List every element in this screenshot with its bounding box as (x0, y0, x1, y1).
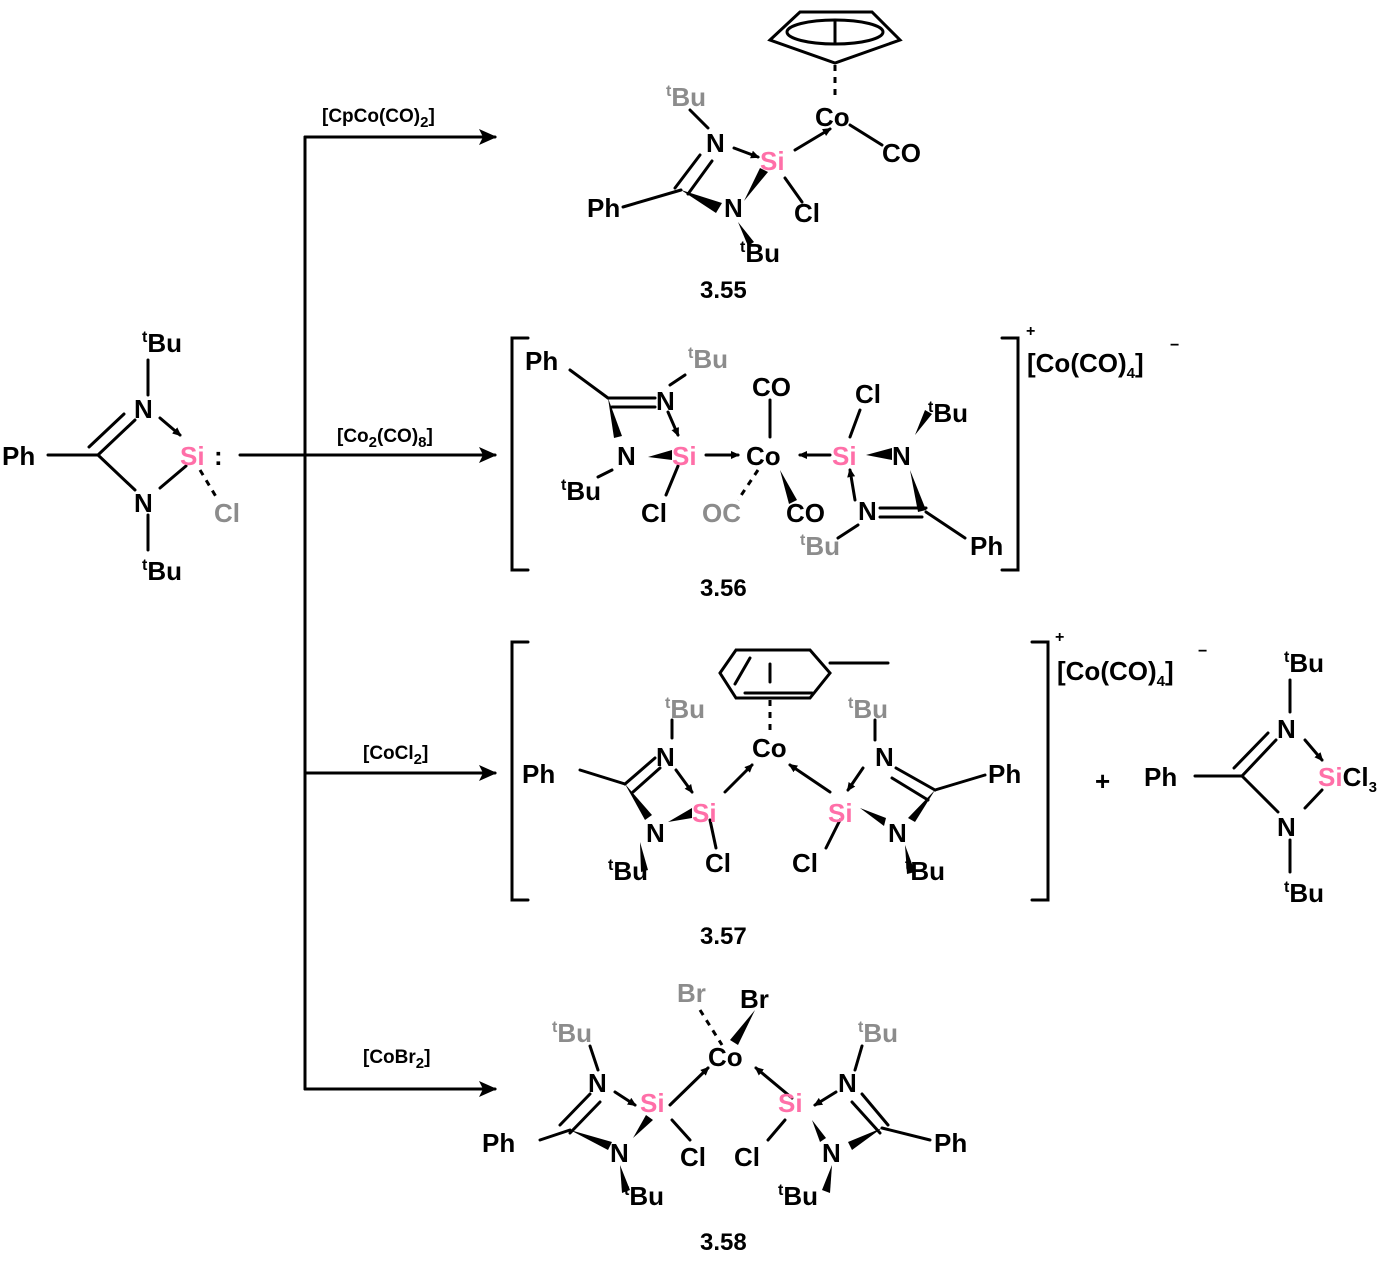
n-atom: N (646, 818, 665, 848)
si-atom: Si (640, 1088, 665, 1118)
n-atom: N (706, 128, 725, 158)
tbu-label: tBu (608, 856, 648, 886)
si-atom: Si (778, 1088, 803, 1118)
reaction-arrows (238, 129, 497, 1097)
n-atom: N (656, 386, 675, 416)
counterion-co-co4: [Co(CO)4] (1027, 348, 1144, 382)
tbu-label: tBu (142, 556, 182, 586)
ph-label: Ph (970, 531, 1003, 561)
co-atom: Co (752, 733, 787, 763)
reagent-cpco-co2: [CpCo(CO)2] (322, 106, 435, 131)
co-atom: Co (815, 102, 850, 132)
lone-pair: : (214, 441, 223, 471)
ph-label: Ph (934, 1128, 967, 1158)
n-atom: N (1277, 812, 1296, 842)
br-atom: Br (677, 978, 706, 1008)
n-atom: N (858, 496, 877, 526)
n-atom: N (724, 193, 743, 223)
carbonyl-ligand: CO (752, 372, 791, 402)
cl-atom: Cl (792, 848, 818, 878)
compound-label-3-55: 3.55 (700, 277, 747, 304)
si-atom: Si (180, 441, 205, 471)
product-3-57: tBu tBu Co N N Ph Ph Si Si N N tBu Cl Cl… (510, 640, 1050, 902)
product-3-56: Ph tBu CO Cl N tBu N Si Co Si N tBu Cl O… (510, 336, 1020, 572)
ph-label: Ph (1144, 762, 1177, 792)
reagent-cobr2: [CoBr2] (363, 1047, 430, 1072)
n-atom: N (822, 1138, 841, 1168)
n-atom: N (892, 441, 911, 471)
charge-minus: − (1198, 643, 1207, 660)
n-atom: N (134, 394, 153, 424)
compound-label-3-58: 3.58 (700, 1229, 747, 1256)
n-atom: N (875, 742, 894, 772)
tbu-label: tBu (624, 1181, 664, 1211)
ph-label: Ph (2, 441, 35, 471)
n-atom: N (617, 441, 636, 471)
ph-label: Ph (522, 759, 555, 789)
tbu-label: tBu (666, 82, 706, 112)
tbu-label: tBu (905, 856, 945, 886)
reagent-cocl2: [CoCl2] (363, 743, 428, 768)
tbu-label: tBu (848, 694, 888, 724)
starting-silylene: tBu N Ph Si : N Cl tBu (2, 328, 240, 586)
product-3-55: tBu Co N CO Si Ph N Cl tBu (587, 10, 921, 268)
n-atom: N (838, 1068, 857, 1098)
n-atom: N (1277, 714, 1296, 744)
ph-label: Ph (988, 759, 1021, 789)
tbu-label: tBu (561, 476, 601, 506)
si-atom: Si (760, 146, 785, 176)
charge-minus: − (1170, 337, 1179, 354)
si-atom: Si (672, 441, 697, 471)
carbonyl-ligand: CO (786, 498, 825, 528)
tbu-label: tBu (665, 694, 705, 724)
tbu-label: tBu (552, 1018, 592, 1048)
br-atom: Br (740, 984, 769, 1014)
ph-label: Ph (482, 1128, 515, 1158)
tbu-label: tBu (778, 1181, 818, 1211)
cl-atom: Cl (855, 379, 881, 409)
si-atom: Si (692, 798, 717, 828)
n-atom: N (888, 818, 907, 848)
tbu-label: tBu (858, 1018, 898, 1048)
co-atom: Co (746, 441, 781, 471)
charge-plus: + (1026, 323, 1035, 340)
cl-atom: Cl (214, 498, 240, 528)
si-atom: Si (832, 441, 857, 471)
charge-plus: + (1055, 629, 1064, 646)
compound-label-3-57: 3.57 (700, 923, 747, 950)
ph-label: Ph (525, 346, 558, 376)
tbu-label: tBu (142, 328, 182, 358)
carbonyl-ligand: CO (882, 138, 921, 168)
tbu-label: tBu (1284, 648, 1324, 678)
counterion-co-co4: [Co(CO)4] (1057, 656, 1174, 690)
cl-atom: Cl (734, 1142, 760, 1172)
si-atom: Si (828, 798, 853, 828)
sicl3-label: SiCl3 (1318, 762, 1377, 796)
tbu-label: tBu (688, 344, 728, 374)
product-3-58: Br Br tBu tBu Co N N Si Si Ph Cl Cl Ph N… (482, 978, 967, 1211)
n-atom: N (588, 1068, 607, 1098)
plus-sign: + (1095, 766, 1110, 796)
byproduct-trichlorosilane: tBu N Ph SiCl3 N tBu (1144, 648, 1377, 908)
cl-atom: Cl (641, 498, 667, 528)
tbu-label: tBu (800, 531, 840, 561)
tbu-label: tBu (740, 238, 780, 268)
n-atom: N (610, 1138, 629, 1168)
n-atom: N (656, 742, 675, 772)
co-atom: Co (708, 1042, 743, 1072)
tbu-label: tBu (928, 398, 968, 428)
cl-atom: Cl (705, 848, 731, 878)
cl-atom: Cl (680, 1142, 706, 1172)
ph-label: Ph (587, 193, 620, 223)
cl-atom: Cl (794, 198, 820, 228)
carbonyl-ligand: OC (702, 498, 741, 528)
tbu-label: tBu (1284, 878, 1324, 908)
n-atom: N (134, 488, 153, 518)
compound-label-3-56: 3.56 (700, 575, 747, 602)
reagent-co2-co8: [Co2(CO)8] (337, 426, 433, 451)
